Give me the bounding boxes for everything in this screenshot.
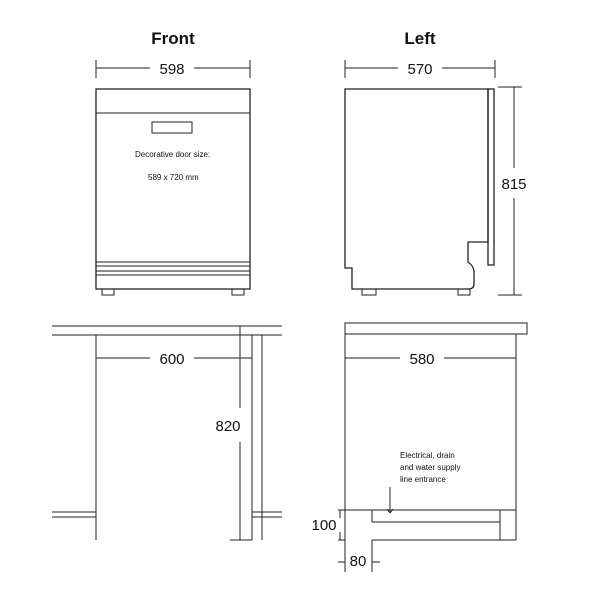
door-size-label: Decorative door size: bbox=[135, 150, 210, 159]
door-size-value: 589 x 720 mm bbox=[148, 173, 199, 182]
left-height-label: 815 bbox=[501, 176, 526, 193]
plinth-depth-label: 80 bbox=[350, 553, 367, 570]
side-depth-label: 580 bbox=[409, 351, 434, 368]
niche-height-label: 820 bbox=[215, 418, 240, 435]
left-depth-label: 570 bbox=[407, 61, 432, 78]
left-view bbox=[344, 60, 522, 296]
note-line-2: and water supply bbox=[400, 463, 460, 472]
note-line-1: Electrical, drain bbox=[400, 451, 455, 460]
note-line-3: line entrance bbox=[400, 475, 446, 484]
front-heading: Front bbox=[151, 29, 195, 48]
plinth-height-label: 100 bbox=[311, 517, 336, 534]
niche-width-label: 600 bbox=[159, 351, 184, 368]
front-width-label: 598 bbox=[159, 61, 184, 78]
niche-front-view bbox=[52, 325, 282, 541]
left-heading: Left bbox=[404, 29, 436, 48]
front-view bbox=[95, 60, 251, 296]
niche-side-view bbox=[338, 322, 528, 572]
